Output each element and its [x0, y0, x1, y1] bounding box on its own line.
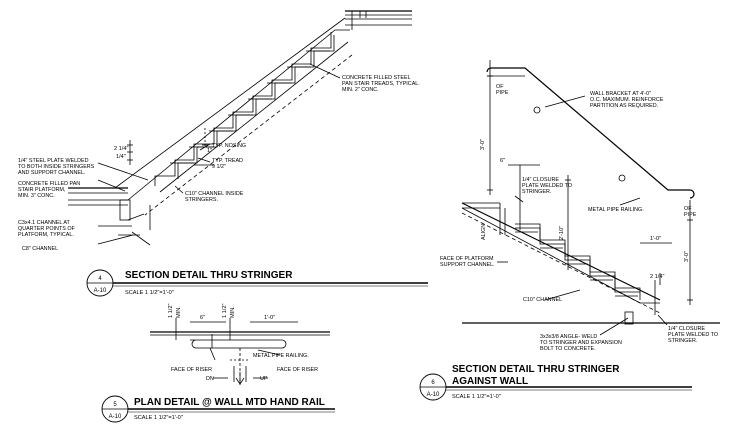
note-pipe: METAL PIPE RAILING. [588, 207, 644, 213]
dim-d5-2: 6" [200, 315, 205, 321]
label-of-pipe-top-2: PIPE [496, 90, 509, 96]
note-platform-2: STAIR PLATFORM, [18, 187, 66, 193]
dim-d5-1b: MIN. [176, 306, 182, 318]
note-riser-left: FACE OF RISER [171, 367, 212, 373]
detail-4-sheet: A-10 [94, 288, 107, 294]
detail-4-number: 4 [98, 276, 102, 282]
note-platform-1: FACE OF PLATFORM [440, 256, 494, 262]
detail-5-scale: SCALE 1 1/2"=1'-0" [134, 415, 183, 421]
dim-d5-4: 1'-0" [264, 315, 275, 321]
note-treads-1: CONCRETE FILLED STEEL [342, 75, 411, 81]
note-closure-bot-1: 1/4" CLOSURE [668, 326, 705, 332]
note-bracket-1: WALL BRACKET AT 4'-0" [590, 91, 651, 97]
dim-d5-3b: MIN. [230, 306, 236, 318]
detail-5-title: PLAN DETAIL @ WALL MTD HAND RAIL [134, 397, 325, 408]
note-tread-1: TYP. TREAD [212, 158, 243, 164]
detail-4-steps [154, 32, 335, 186]
detail-5-sheet: A-10 [109, 414, 122, 420]
dim-d6-one-ft: 1'-0" [650, 236, 661, 242]
label-align: ALIGN [481, 224, 487, 240]
detail-6-section-wall [461, 60, 720, 336]
dim-d5-1: 1 1/2" [168, 304, 174, 318]
detail-5-notes: METAL PIPE RAILING. FACE OF RISER FACE O… [168, 304, 318, 382]
dim-d6-mid: 2'-10" [559, 226, 565, 240]
note-closure-bot-3: STRINGER. [668, 338, 697, 344]
detail-6-scale: SCALE 1 1/2"=1'-0" [452, 394, 501, 400]
detail-6-number: 6 [431, 380, 435, 386]
note-closure-top-3: STRINGER. [522, 189, 551, 195]
note-plate-3: AND SUPPORT CHANNEL. [18, 170, 86, 176]
note-c10-1: C10" CHANNEL INSIDE [185, 191, 244, 197]
label-of-pipe-right-2: PIPE [684, 212, 697, 218]
note-angle-1: 3x3x3/8 ANGLE- WELD [540, 334, 597, 340]
detail-6-title-1: SECTION DETAIL THRU STRINGER [452, 364, 620, 375]
note-c3-1: C3x4.1 CHANNEL AT [18, 220, 71, 226]
note-riser-right: FACE OF RISER [277, 367, 318, 373]
dim-d6-quarter: 2 1/4" [650, 274, 664, 280]
note-angle-3: BOLT TO CONCRETE. [540, 346, 596, 352]
label-of-pipe-right-1: OF [684, 206, 692, 212]
detail-4-scale: SCALE 1 1/2"=1'-0" [125, 290, 174, 296]
detail-6-sheet: A-10 [427, 392, 440, 398]
dim-d6-h-right: 3'-0" [684, 251, 690, 262]
note-treads-2: PAN STAIR TREADS, TYPICAL. [342, 81, 420, 87]
dim-d6-six: 6" [500, 158, 505, 164]
label-of-pipe-top-1: OF [496, 84, 504, 90]
detail-4-section-stringer [68, 10, 412, 246]
note-plate-2: TO BOTH INSIDE STRINGERS [18, 164, 95, 170]
dim-d5-3: 1 1/2" [222, 304, 228, 318]
note-closure-top-2: PLATE WELDED TO [522, 183, 572, 189]
detail-6-title-2: AGAINST WALL [452, 376, 528, 387]
detail-6-steps [515, 223, 641, 300]
detail-5-plan-rail [150, 318, 330, 385]
note-bracket-2: O.C. MAXIMUM. REINFORCE [590, 97, 664, 103]
detail-4-notes: 1/4" STEEL PLATE WELDED TO BOTH INSIDE S… [18, 75, 420, 252]
note-c8: C8" CHANNEL [22, 246, 58, 252]
label-up: UP [260, 376, 268, 382]
label-dn: DN [206, 376, 214, 382]
dim-quarter: 1/4" [116, 154, 126, 160]
note-c3-2: QUARTER POINTS OF [18, 226, 76, 232]
note-treads-3: MIN. 2" CONC. [342, 87, 379, 93]
dim-one: 1" [207, 148, 212, 154]
note-platform-1: CONCRETE FILLED PAN [18, 181, 80, 187]
note-platform-2: SUPPORT CHANNEL. [440, 262, 495, 268]
note-closure-top-1: 1/4" CLOSURE [522, 177, 559, 183]
detail-4-title: SECTION DETAIL THRU STRINGER [125, 270, 293, 281]
note-nosing: TYP. NOSING [212, 143, 246, 149]
note-c10-2: STRINGERS. [185, 197, 218, 203]
dim-d6-h-left: 3'-0" [480, 139, 486, 150]
note-c3-3: PLATFORM, TYPICAL. [18, 232, 74, 238]
detail-6-title-block: 6 A-10 SECTION DETAIL THRU STRINGER AGAI… [419, 364, 692, 401]
note-rail-railing: METAL PIPE RAILING. [253, 353, 309, 359]
detail-4-title-block: 4 A-10 SECTION DETAIL THRU STRINGER SCAL… [86, 269, 428, 297]
detail-6-notes: WALL BRACKET AT 4'-0" O.C. MAXIMUM. REIN… [440, 84, 718, 352]
note-bracket-3: PARTITION AS REQUIRED. [590, 103, 658, 109]
note-closure-bot-2: PLATE WELDED TO [668, 332, 718, 338]
detail-5-number: 5 [113, 402, 117, 408]
dim-riser: 2 1/4" [114, 146, 128, 152]
note-tread-2: 9 1/2" [212, 164, 226, 170]
note-platform-3: MIN. 3" CONC. [18, 193, 55, 199]
detail-5-title-block: 5 A-10 PLAN DETAIL @ WALL MTD HAND RAIL … [101, 395, 335, 423]
note-angle-2: TO STRINGER AND EXPANSION [540, 340, 622, 346]
note-plate-1: 1/4" STEEL PLATE WELDED [18, 158, 89, 164]
note-c10: C10" CHANNEL [523, 297, 562, 303]
